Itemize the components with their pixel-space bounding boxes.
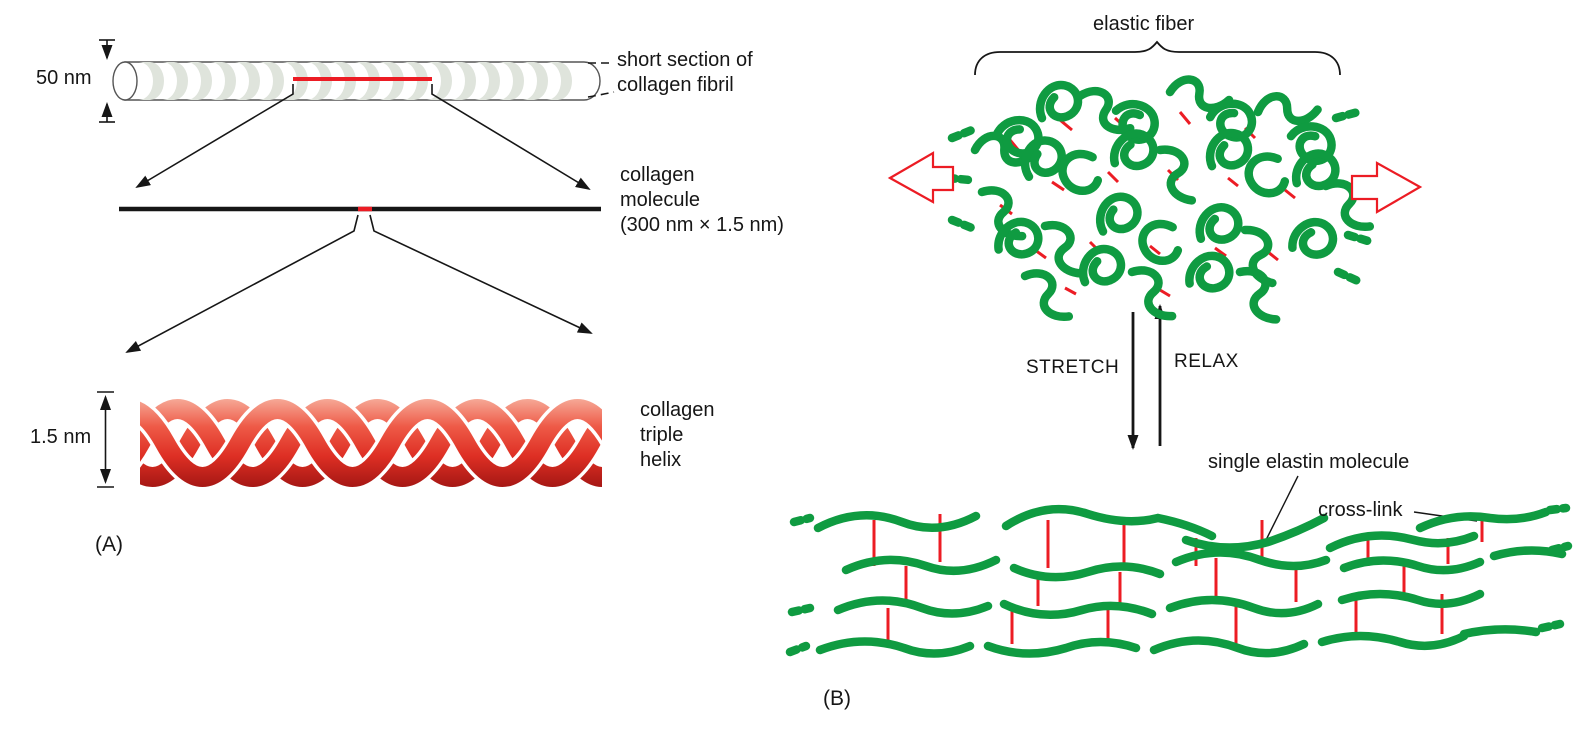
- pull-arrow-right: [1350, 161, 1423, 214]
- relax-label: RELAX: [1174, 351, 1239, 372]
- helix-diameter-label: 1.5 nm: [30, 426, 92, 448]
- expansion-line-right-2: [369, 214, 593, 334]
- collagen-fibril: [112, 61, 601, 101]
- collagen-triple-helix: [0, 409, 715, 477]
- molecule-caption-line2: molecule: [620, 189, 701, 211]
- stretch-label: STRETCH: [1026, 357, 1120, 378]
- elastic-fiber-brace: [974, 40, 1341, 76]
- pull-arrows: [887, 151, 1423, 214]
- elastin-caption-leader: [1261, 475, 1299, 549]
- panel-b-ink: [974, 40, 1478, 549]
- relaxed-elastin-tangle: [943, 70, 1380, 322]
- fibril-caption-line1: short section of: [617, 49, 753, 71]
- fibril-caption-leader-bottom: [587, 91, 615, 98]
- crosslink-caption: cross-link: [1318, 499, 1403, 521]
- helix-caption: collagen triple helix: [640, 398, 715, 473]
- molecule-caption: collagen molecule (300 nm × 1.5 nm): [620, 163, 784, 238]
- panel-a-ink: [97, 39, 615, 488]
- molecule-caption-line1: collagen: [620, 164, 695, 186]
- helix-caption-line3: helix: [640, 449, 682, 471]
- helix-caption-line1: collagen: [640, 399, 715, 421]
- pull-arrow-left: [887, 151, 955, 204]
- panel-b-label: (B): [823, 687, 851, 710]
- molecule-caption-line3: (300 nm × 1.5 nm): [620, 214, 784, 236]
- expansion-line-left: [135, 84, 294, 189]
- fibril-caption: short section of collagen fibril: [617, 48, 753, 98]
- stretched-elastin-network: [785, 503, 1573, 658]
- fibril-end-cap: [112, 61, 138, 101]
- panel-a-label: (A): [95, 533, 123, 556]
- elastic-fiber-caption: elastic fiber: [1093, 13, 1195, 35]
- expansion-line-right: [431, 84, 591, 191]
- elastin-molecule-caption: single elastin molecule: [1208, 451, 1410, 473]
- fibril-caption-line2: collagen fibril: [617, 74, 734, 96]
- fibril-diameter-arrows: [99, 39, 115, 123]
- fibril-bands: [139, 62, 572, 100]
- expansion-line-left-2: [125, 214, 359, 353]
- tangle-dashed-ends: [943, 107, 1373, 287]
- fibril-diameter-label: 50 nm: [36, 67, 92, 89]
- network-dashed-ends: [785, 503, 1573, 657]
- helix-caption-line2: triple: [640, 424, 684, 446]
- helix-diameter-arrows: [97, 391, 114, 488]
